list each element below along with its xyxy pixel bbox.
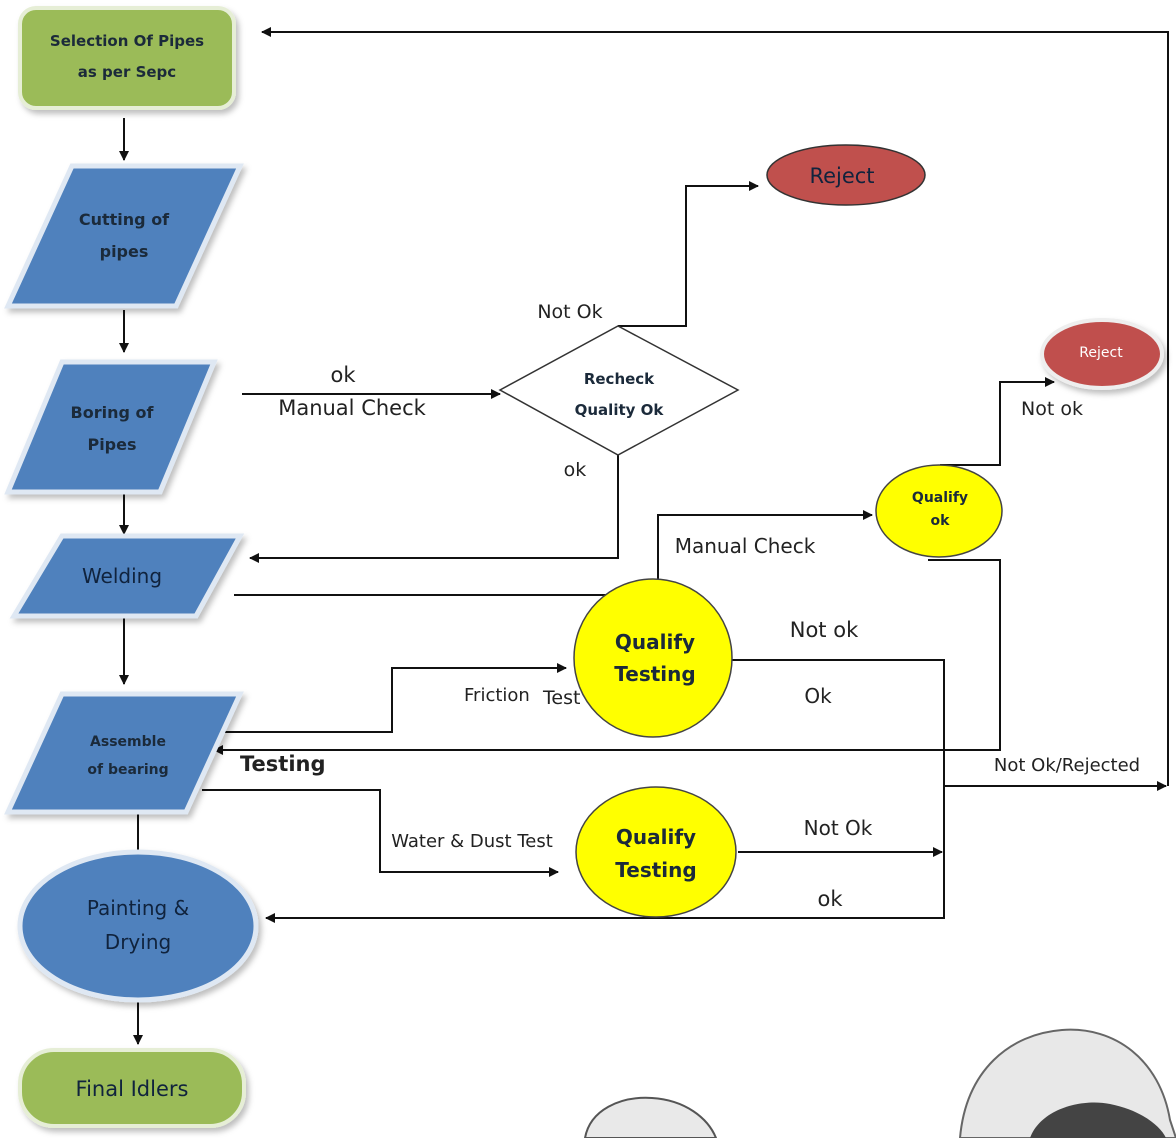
qualify-testing-2-line-1: Qualify — [616, 825, 696, 849]
label-not-ok-recheck: Not Ok — [537, 301, 602, 323]
qualify-ok-line-2: ok — [931, 513, 951, 529]
node-final-idlers: Final Idlers — [18, 1048, 246, 1128]
selection-line-2: as per Sepc — [78, 63, 176, 81]
boring-line-1: Boring of — [71, 403, 155, 422]
label-test: Test — [542, 687, 580, 709]
label-manual-check-2: Manual Check — [675, 534, 816, 558]
assemble-line-1: Assemble — [90, 734, 166, 750]
node-cutting-of-pipes: Cutting of pipes — [4, 163, 244, 309]
helmet-left-icon — [583, 1096, 718, 1138]
label-friction: Friction — [464, 685, 530, 706]
boring-line-2: Pipes — [87, 435, 136, 454]
node-painting-drying: Painting & Drying — [17, 849, 259, 1003]
recheck-line-1: Recheck — [584, 370, 655, 388]
edge-labels: ok Manual Check Not Ok ok Not ok Manual … — [240, 301, 1140, 911]
qualify-testing-2-line-2: Testing — [615, 858, 696, 882]
arrow-qualify-ok-to-assemble — [213, 559, 1001, 755]
label-ok-boring: ok — [330, 363, 356, 387]
node-reject-top: Reject — [766, 144, 926, 206]
cutting-line-2: pipes — [100, 242, 149, 261]
node-qualify-testing-2: Qualify Testing — [575, 786, 737, 918]
label-ok-testing-2: ok — [817, 887, 843, 911]
label-not-ok-rejected: Not Ok/Rejected — [994, 755, 1140, 776]
decorative-helmet-images — [583, 1028, 1176, 1138]
label-ok-recheck: ok — [564, 459, 587, 481]
qualify-testing-1-line-2: Testing — [614, 662, 695, 686]
reject-right-label: Reject — [1079, 345, 1123, 361]
label-testing: Testing — [240, 752, 326, 776]
arrow-testing-return-to-painting — [265, 659, 945, 923]
node-assemble-of-bearing: Assemble of bearing — [4, 691, 244, 815]
label-ok-testing-1: Ok — [804, 684, 832, 708]
selection-line-1: Selection Of Pipes — [50, 32, 204, 50]
helmet-right-shadow — [1030, 1102, 1166, 1138]
arrow-recheck-to-reject — [618, 181, 759, 327]
node-qualify-ok: Qualify ok — [875, 464, 1003, 558]
reject-top-label: Reject — [809, 164, 874, 188]
arrow-welding-to-qualify-ok — [234, 510, 873, 596]
node-welding: Welding — [9, 533, 245, 619]
arrow-recheck-to-welding — [249, 455, 619, 563]
qualify-ok-line-1: Qualify — [912, 490, 968, 506]
node-recheck-quality-ok: Recheck Quality Ok — [498, 325, 740, 456]
arrow-qualify-ok-to-reject — [940, 377, 1055, 466]
label-water-dust-test: Water & Dust Test — [391, 831, 553, 852]
cutting-line-1: Cutting of — [79, 210, 170, 229]
label-not-ok-testing-2: Not Ok — [804, 816, 873, 840]
assemble-line-2: of bearing — [87, 762, 168, 778]
recheck-line-2: Quality Ok — [575, 401, 665, 419]
arrow-assemble-to-qualify-testing-1 — [214, 663, 567, 733]
painting-line-2: Drying — [105, 930, 171, 954]
arrow-assemble-to-qualify-testing-2 — [202, 789, 559, 877]
final-idlers-label: Final Idlers — [76, 1077, 189, 1101]
node-selection-of-pipes: Selection Of Pipes as per Sepc — [18, 6, 236, 110]
label-not-ok-testing-1: Not ok — [790, 618, 859, 642]
painting-line-1: Painting & — [87, 896, 189, 920]
node-reject-right: Reject — [1040, 318, 1164, 390]
qualify-testing-1-line-1: Qualify — [615, 630, 695, 654]
connectors — [119, 27, 1169, 1045]
label-manual-check-1: Manual Check — [278, 396, 426, 420]
welding-label: Welding — [82, 564, 162, 588]
label-not-ok-qualify: Not ok — [1021, 398, 1083, 420]
arrow-loop-back-to-selection — [261, 27, 1169, 786]
node-qualify-testing-1: Qualify Testing — [573, 578, 733, 738]
node-boring-of-pipes: Boring of Pipes — [4, 359, 218, 495]
